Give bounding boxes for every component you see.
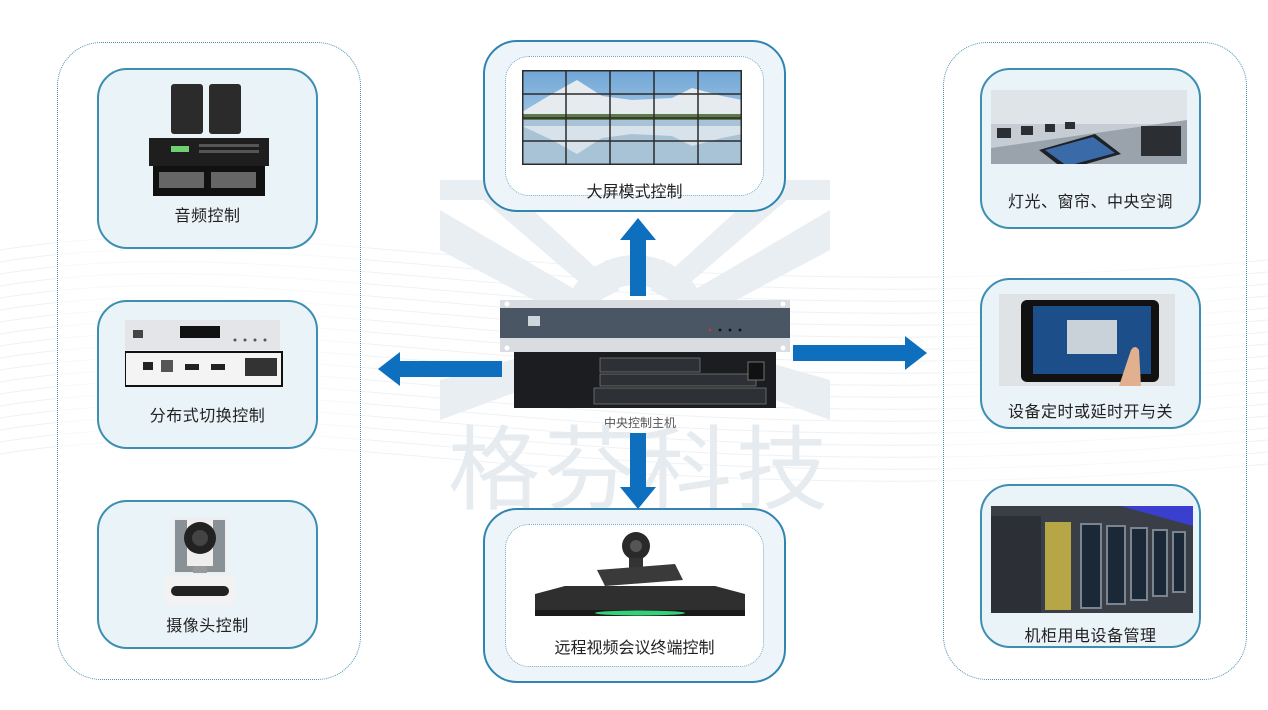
arrow-left-icon xyxy=(378,352,502,386)
card-camera-control[interactable]: 摄像头控制 xyxy=(97,500,318,649)
video-wall-image xyxy=(522,70,742,165)
ptz-camera-image xyxy=(165,518,235,606)
card-label: 音频控制 xyxy=(174,206,241,225)
touch-panel-image xyxy=(999,294,1175,386)
card-label: 摄像头控制 xyxy=(166,616,249,635)
video-conference-terminal-image xyxy=(535,532,745,616)
card-label: 远程视频会议终端控制 xyxy=(554,638,715,657)
card-video-conference-control[interactable]: 远程视频会议终端控制 xyxy=(483,508,786,683)
central-host-label: 中央控制主机 xyxy=(603,416,676,430)
meeting-room-tablet-image xyxy=(991,90,1187,164)
audio-equipment-image xyxy=(149,84,269,196)
card-cabinet-power-management[interactable]: 机柜用电设备管理 xyxy=(980,484,1201,648)
card-audio-control[interactable]: 音频控制 xyxy=(97,68,318,249)
card-label: 设备定时或延时开与关 xyxy=(1007,402,1173,421)
card-lighting-curtain-hvac[interactable]: 灯光、窗帘、中央空调 xyxy=(980,68,1201,229)
card-label: 分布式切换控制 xyxy=(149,406,266,425)
card-label: 灯光、窗帘、中央空调 xyxy=(1007,192,1173,211)
card-label: 大屏模式控制 xyxy=(586,182,683,201)
central-control-host-image[interactable] xyxy=(500,300,790,410)
arrow-down-icon xyxy=(620,433,656,509)
server-rack-image xyxy=(991,506,1193,613)
arrow-right-icon xyxy=(793,336,927,370)
arrow-up-icon xyxy=(620,218,656,296)
card-distributed-switching[interactable]: 分布式切换控制 xyxy=(97,300,318,449)
card-video-wall-control[interactable]: 大屏模式控制 xyxy=(483,40,786,212)
card-label: 机柜用电设备管理 xyxy=(1024,626,1157,645)
card-timed-power-control[interactable]: 设备定时或延时开与关 xyxy=(980,278,1201,429)
distributed-transmitter-image xyxy=(125,320,283,387)
